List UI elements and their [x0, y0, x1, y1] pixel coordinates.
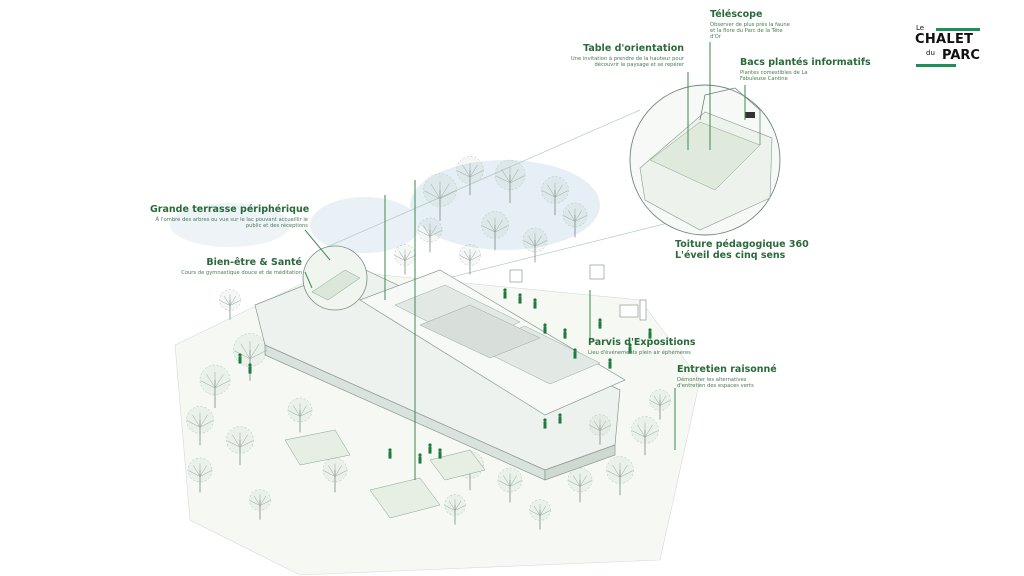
- bacs-desc: Plantes comestibles de La Fabuleuse Cant…: [740, 69, 808, 82]
- table-desc: Une invitation à prendre de la hauteur p…: [570, 55, 684, 68]
- entretien-title: Entretien raisonné: [677, 364, 777, 375]
- parvis-desc: Lieu d'événements plein air éphémères: [588, 349, 691, 356]
- telescope-title: Téléscope: [710, 9, 763, 20]
- label-table-orientation: Table d'orientation Une invitation à pre…: [560, 43, 684, 69]
- telescope-desc: Observer de plus près la faune et la flo…: [710, 21, 790, 40]
- sky-background: [170, 160, 600, 253]
- logo-bar-bottom: [916, 64, 956, 67]
- entretien-desc: Démontrer les alternatives d'entretien d…: [677, 376, 754, 389]
- label-bienetre: Bien-être & Santé Cours de gymnastique d…: [170, 257, 302, 277]
- logo-bar-top: [936, 28, 980, 31]
- garden-beds: [284, 429, 486, 519]
- parvis-title: Parvis d'Expositions: [588, 337, 696, 348]
- bienetre-desc: Cours de gymnastique douce et de méditat…: [181, 269, 302, 276]
- logo-parc: PARC: [942, 48, 980, 63]
- roof-detail-circle: [629, 84, 781, 236]
- label-bacs: Bacs plantés informatifs Plantes comesti…: [740, 57, 871, 83]
- toiture-title: Toiture pédagogique 360: [675, 239, 809, 250]
- label-terrasse: Grande terrasse périphérique À l'ombre d…: [150, 204, 310, 230]
- terrace-detail-circle: [302, 245, 368, 311]
- chalet-du-parc-logo: Le CHALET du PARC: [912, 22, 990, 72]
- logo-chalet: CHALET: [915, 32, 974, 47]
- exhibition-panels: [509, 264, 647, 321]
- leader-lines: [304, 42, 746, 480]
- terrasse-title: Grande terrasse périphérique: [150, 204, 310, 215]
- label-entretien: Entretien raisonné Démontrer les alterna…: [677, 364, 777, 390]
- label-telescope: Téléscope Observer de plus près la faune…: [710, 9, 790, 41]
- terrasse-desc: À l'ombre des arbres ou vue sur le lac p…: [155, 216, 308, 229]
- bacs-title: Bacs plantés informatifs: [740, 57, 871, 68]
- label-toiture: Toiture pédagogique 360 L'éveil des cinq…: [675, 239, 809, 262]
- logo-le: Le: [916, 24, 925, 32]
- logo-du: du: [926, 49, 935, 57]
- label-parvis: Parvis d'Expositions Lieu d'événements p…: [588, 337, 696, 357]
- trees: [186, 156, 671, 530]
- roof-solar-panels: [394, 284, 601, 385]
- bienetre-title: Bien-être & Santé: [206, 257, 302, 268]
- toiture-subtitle: L'éveil des cinq sens: [675, 249, 786, 261]
- table-title: Table d'orientation: [583, 43, 684, 54]
